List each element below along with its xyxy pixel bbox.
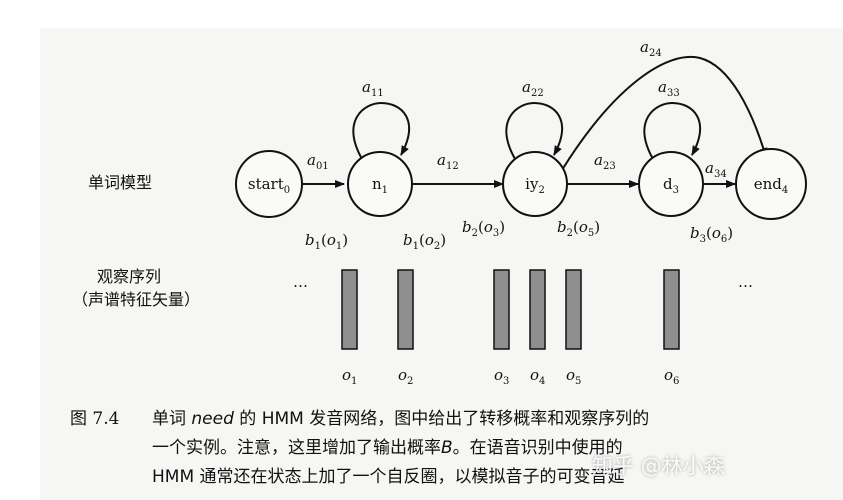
state-label: d3: [663, 175, 679, 196]
state-label: end4: [754, 175, 789, 196]
observation-bar: [341, 269, 358, 350]
figure-number: 图 7.4: [70, 409, 120, 429]
ellipsis-right: …: [738, 273, 753, 291]
observation-label: o6: [664, 366, 679, 387]
self-loop-n: [352, 101, 411, 160]
skip-arc-iy-end: [561, 55, 768, 171]
ellipsis-left: …: [293, 273, 308, 291]
state-label: n1: [372, 175, 388, 196]
caption-line-3: HMM 通常还在状态上加了一个自反圈，以模拟音子的可变音延: [152, 467, 625, 487]
transition-label: a11: [362, 78, 384, 99]
self-loop-iy: [505, 101, 564, 160]
state-end: [735, 148, 807, 220]
word-model-label: 单词模型: [88, 173, 152, 192]
emission-label: b2(o5): [557, 218, 600, 239]
watermark: 知乎 @林小森: [592, 454, 725, 478]
observation-bar: [493, 269, 510, 350]
scanned-page-background: [40, 28, 843, 500]
emission-label: b2(o3): [462, 218, 505, 239]
obs-seq-label: 观察序列: [97, 267, 161, 286]
state-label: start0: [248, 175, 290, 196]
observation-label: o1: [342, 366, 357, 387]
transition-label: a23: [594, 151, 616, 172]
observation-bar: [529, 269, 546, 350]
emission-label: b1(o1): [305, 231, 348, 252]
state-iy: [502, 151, 568, 217]
state-label: iy2: [525, 175, 545, 196]
observation-bar: [397, 269, 414, 350]
self-loop-d: [643, 101, 702, 160]
state-start: [235, 150, 303, 218]
observation-bar: [663, 269, 680, 350]
observation-label: o3: [494, 366, 509, 387]
transition-label: a22: [522, 78, 544, 99]
state-d: [638, 151, 704, 217]
transition-label: a01: [307, 151, 329, 172]
observation-label: o4: [530, 366, 545, 387]
observation-bar: [565, 269, 582, 350]
caption-line-2: 一个实例。注意，这里增加了输出概率B。在语音识别中使用的: [152, 438, 623, 458]
state-n: [347, 151, 413, 217]
transition-label: a12: [437, 151, 459, 172]
emission-label: b3(o6): [690, 224, 733, 245]
observation-label: o2: [398, 366, 413, 387]
transition-label: a24: [640, 38, 662, 59]
obs-seq-sublabel: （声谱特征矢量）: [72, 290, 200, 309]
transition-label: a34: [705, 159, 727, 180]
emission-label: b1(o2): [403, 231, 446, 252]
transition-label: a33: [658, 78, 680, 99]
observation-label: o5: [566, 366, 581, 387]
